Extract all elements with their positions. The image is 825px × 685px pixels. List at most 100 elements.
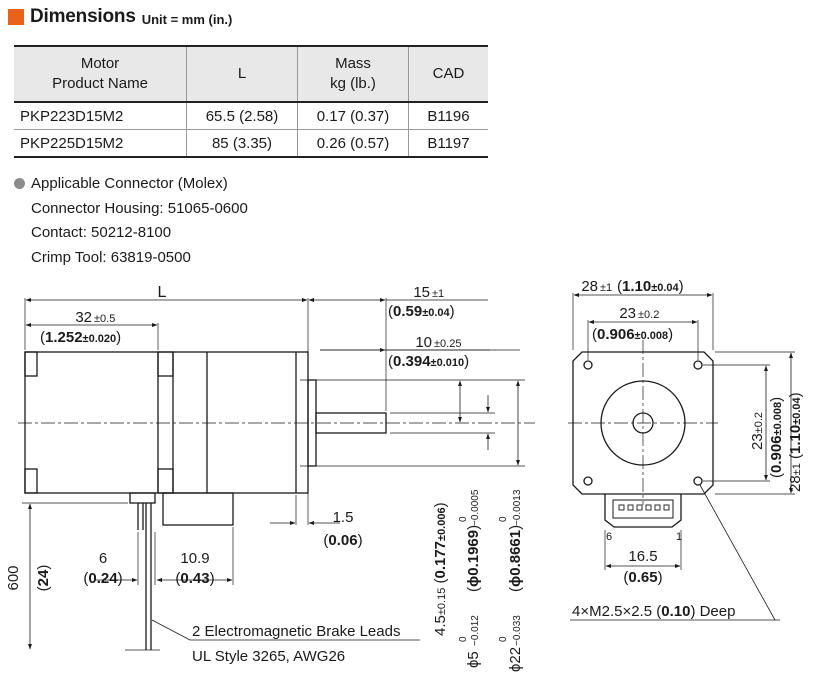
label-23-h-tol: ±0.2 (638, 309, 659, 321)
dimension-lines-front (570, 293, 793, 621)
front-view (572, 351, 714, 528)
cell-l: 85 (3.35) (186, 129, 298, 158)
connector-contact: Contact: 50212-8100 (31, 224, 172, 241)
label-600-in: (24) (35, 565, 52, 592)
label-phi5-in-dn: −0.0005 (470, 489, 481, 526)
connector-pins (618, 504, 670, 511)
label-phi22-tol-dn: −0.033 (512, 615, 523, 646)
label-10-9-mm: 10.9 (180, 550, 209, 567)
motor-body-outline (24, 351, 309, 494)
connector-pins-frame (612, 499, 674, 519)
label-phi22-in: (ϕ0.8661) (507, 525, 524, 592)
label-10-tol: ±0.25 (434, 338, 461, 350)
label-1-5-mm: 1.5 (333, 509, 354, 526)
label-10-9-in: (0.43) (175, 570, 214, 587)
table-row: PKP223D15M2 65.5 (2.58) 0.17 (0.37) B119… (14, 102, 488, 130)
label-600-mm: 600 (5, 565, 22, 590)
label-brake-ul: UL Style 3265, AWG26 (192, 648, 345, 665)
connector-crimp-tool: Crimp Tool: 63819-0500 (31, 248, 191, 266)
label-phi5-tol-dn: −0.012 (470, 615, 481, 646)
mount-hole (693, 360, 703, 370)
label-phi22-tol-up: 0 (498, 636, 509, 642)
label-6-mm: 6 (99, 550, 107, 567)
cell-l: 65.5 (2.58) (186, 102, 298, 130)
corner-notch (24, 468, 38, 494)
holes-leader (699, 484, 776, 621)
corner-notch (157, 468, 174, 494)
bullet-icon (14, 178, 25, 189)
label-28-h-tol: ±1 (600, 282, 612, 294)
corner-notch (24, 351, 38, 377)
cell-cad: B1197 (408, 129, 488, 158)
label-23-v-mm: 23±0.2 (749, 412, 766, 450)
connector-block (162, 492, 234, 526)
label-16-5-mm: 16.5 (628, 548, 657, 565)
label-32-in: (1.252±0.020) (40, 329, 121, 346)
extension-lines-front (572, 293, 795, 570)
label-15-tol: ±1 (432, 288, 444, 300)
label-6-in: (0.24) (83, 570, 122, 587)
connector-housing (604, 494, 682, 528)
cell-cad: B1196 (408, 102, 488, 130)
label-32-tol: ±0.5 (94, 313, 115, 325)
label-phi5-tol-up: 0 (458, 636, 469, 642)
dimension-lines (25, 298, 520, 650)
mount-hole (693, 476, 703, 486)
label-16-5-in: (0.65) (623, 569, 662, 586)
label-pin-1: 1 (676, 531, 682, 543)
section-header: Dimensions Unit = mm (in.) (8, 4, 232, 30)
connector-housing: Connector Housing: 51065-0600 (31, 199, 248, 217)
side-view (24, 351, 387, 650)
label-l: L (158, 284, 167, 301)
label-1-5-in: (0.06) (323, 532, 362, 549)
col-header-cad: CAD (408, 45, 488, 103)
cell-product: PKP223D15M2 (14, 102, 187, 130)
label-pin-6: 6 (606, 531, 612, 543)
label-brake-leads: 2 Electromagnetic Brake Leads (192, 623, 400, 640)
label-4-5: 4.5±0.15 (0.177±0.006) (432, 502, 449, 636)
flange-outline (572, 351, 714, 495)
pilot-circle (600, 380, 686, 466)
label-phi22: ϕ22 (507, 647, 524, 672)
label-10-mm: 10 (415, 334, 432, 351)
centerline (18, 340, 718, 505)
section-title: Dimensions (30, 6, 136, 27)
table-row: PKP225D15M2 85 (3.35) 0.26 (0.57) B1197 (14, 129, 488, 158)
unit-note: Unit = mm (in.) (141, 11, 233, 27)
label-28-h-in: (1.10±0.04) (617, 278, 684, 295)
cell-mass: 0.17 (0.37) (297, 102, 409, 130)
extension-lines (22, 298, 525, 651)
label-23-h-mm: 23 (619, 305, 636, 322)
cell-product: PKP225D15M2 (14, 129, 187, 158)
connector-info: Applicable Connector (Molex) Connector H… (14, 172, 248, 270)
cell-mass: 0.26 (0.57) (297, 129, 409, 158)
lead-outlet (129, 492, 156, 504)
connector-title: Applicable Connector (Molex) (14, 172, 248, 197)
label-28-h-mm: 28 (581, 278, 598, 295)
label-phi5-in: (ϕ0.1969) (465, 525, 482, 592)
mount-hole (583, 360, 593, 370)
label-23-h-in: (0.906±0.008) (592, 326, 673, 343)
label-23-v-in: (0.906±0.008) (768, 397, 785, 478)
brake-leader (151, 619, 191, 641)
label-15-mm: 15 (413, 284, 430, 301)
label-phi5-in-up: 0 (458, 516, 469, 522)
shaft-circle (632, 412, 654, 434)
label-32-mm: 32 (75, 309, 92, 326)
label-mounting-holes: 4×M2.5×2.5 (0.10) Deep (572, 603, 735, 620)
corner-notch (157, 351, 174, 377)
label-phi22-in-up: 0 (498, 516, 509, 522)
section-marker-icon (8, 9, 24, 25)
label-28-v: 28±1 (1.10±0.04) (787, 392, 804, 492)
label-15-in: (0.59±0.04) (388, 303, 455, 320)
label-10-in: (0.394±0.010) (388, 353, 469, 370)
label-phi5: ϕ5 (465, 651, 482, 668)
col-header-l: L (186, 45, 298, 103)
mount-hole (583, 476, 593, 486)
label-phi22-in-dn: −0.0013 (512, 489, 523, 526)
